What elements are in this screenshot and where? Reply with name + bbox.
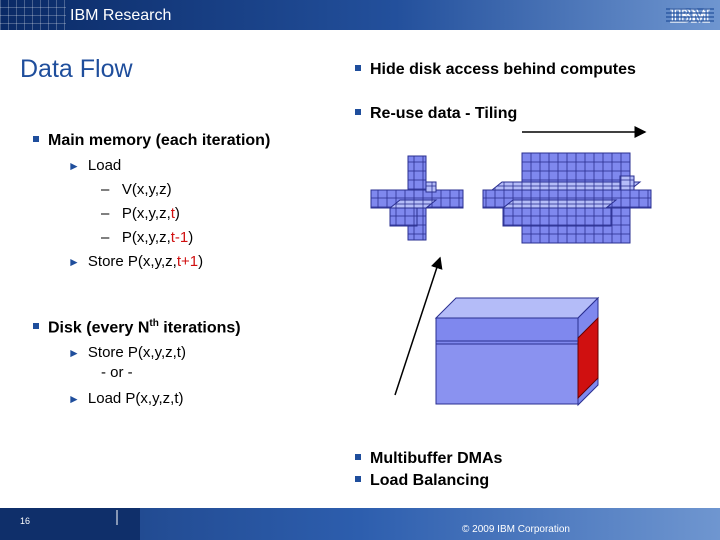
bullet-square-icon	[355, 65, 361, 71]
bullet-square-icon	[33, 323, 39, 330]
store-item: ►Store P(x,y,z,t+1)	[68, 253, 204, 270]
disk-load-item: ►Load P(x,y,z,t)	[68, 390, 184, 407]
disk-arrow	[394, 256, 443, 396]
triangle-bullet-icon: ►	[68, 159, 80, 173]
bullet-square-icon	[355, 109, 361, 115]
tile-block-diagram	[482, 152, 652, 244]
bullet-square-icon	[355, 454, 361, 460]
bullet-multibuffer: Multibuffer DMAs	[355, 450, 502, 468]
bullet-load-balancing: Load Balancing	[355, 472, 489, 490]
load-item: ►Load	[68, 157, 122, 174]
bullet-hide-disk: Hide disk access behind computes	[355, 61, 636, 79]
stencil-cross-diagram	[370, 155, 464, 241]
bullet-square-icon	[355, 476, 361, 482]
triangle-bullet-icon: ►	[68, 392, 80, 406]
load-subitem: – P(x,y,z,t-1)	[101, 229, 194, 246]
copyright-text: © 2009 IBM Corporation	[462, 524, 570, 535]
bullet-main-memory: Main memory (each iteration)	[33, 132, 270, 150]
load-subitem: – V(x,y,z)	[101, 181, 172, 198]
slide-title: Data Flow	[20, 55, 133, 83]
load-subitem: – P(x,y,z,t)	[101, 205, 180, 222]
header-grid-decoration	[0, 0, 66, 30]
disk-block-diagram	[434, 296, 600, 407]
triangle-bullet-icon: ►	[68, 346, 80, 360]
page-number: 16	[20, 516, 31, 526]
header-title: IBM Research	[70, 7, 172, 24]
header-bar: IBM Research IBM	[0, 0, 720, 30]
triangle-bullet-icon: ►	[68, 255, 80, 269]
bullet-reuse-data: Re-use data - Tiling	[355, 105, 517, 123]
bullet-square-icon	[33, 136, 39, 142]
bullet-disk: Disk (every Nth iterations)	[33, 318, 241, 337]
disk-or-label: - or -	[101, 364, 133, 381]
disk-store-item: ►Store P(x,y,z,t)	[68, 344, 186, 361]
ibm-logo: IBM	[666, 4, 714, 26]
